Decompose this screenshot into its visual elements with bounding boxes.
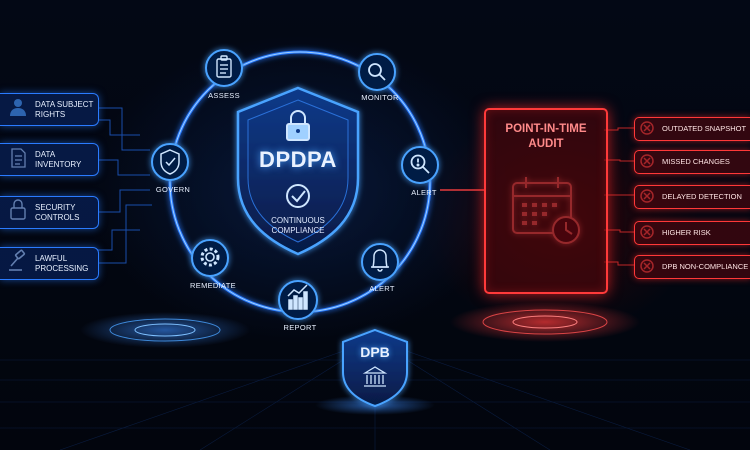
cycle-node-report bbox=[278, 280, 318, 320]
cycle-label-alert-bell: ALERT bbox=[369, 284, 395, 293]
risk-label: DPB NON-COMPLIANCE bbox=[662, 262, 749, 271]
cycle-node-assess bbox=[205, 49, 243, 87]
left-card-label: SECURITY CONTROLS bbox=[35, 203, 80, 222]
dpb-shield bbox=[342, 328, 408, 408]
risk-label: HIGHER RISK bbox=[662, 228, 711, 237]
blue-platform bbox=[80, 312, 250, 348]
risk-item-missed-changes: MISSED CHANGES bbox=[634, 150, 750, 174]
left-card-lawful-processing: LAWFUL PROCESSING bbox=[0, 247, 99, 280]
risk-label: DELAYED DETECTION bbox=[662, 192, 742, 201]
risk-item-higher-risk: HIGHER RISK bbox=[634, 221, 750, 245]
left-card-label: DATA INVENTORY bbox=[35, 150, 82, 169]
institution-icon bbox=[362, 366, 388, 387]
cycle-label-assess: ASSESS bbox=[208, 91, 240, 100]
cycle-label-monitor: MONITOR bbox=[361, 93, 399, 102]
risk-item-outdated-snapshot: OUTDATED SNAPSHOT bbox=[634, 117, 750, 141]
cycle-node-govern bbox=[151, 143, 189, 181]
bell-icon bbox=[371, 249, 389, 272]
cycle-node-monitor bbox=[358, 53, 396, 91]
magnifier-alert-icon bbox=[410, 154, 430, 174]
cycle-node-alert-bell bbox=[361, 243, 399, 281]
risk-item-delayed-detection: DELAYED DETECTION bbox=[634, 185, 750, 209]
lock-icon bbox=[286, 110, 310, 141]
risk-item-dpb-non-compliance: DPB NON-COMPLIANCE bbox=[634, 255, 750, 279]
cycle-label-remediate: REMEDIATE bbox=[190, 281, 236, 290]
continuous-compliance-label: CONTINUOUS COMPLIANCE bbox=[271, 216, 325, 235]
gear-icon bbox=[200, 247, 220, 267]
cycle-label-alert-search: ALERT bbox=[411, 188, 437, 197]
cycle-node-alert-search bbox=[401, 146, 439, 184]
check-circle-icon bbox=[286, 184, 310, 208]
circuit-traces-left bbox=[98, 107, 152, 264]
left-card-label: LAWFUL PROCESSING bbox=[35, 254, 89, 273]
left-card-security-controls: SECURITY CONTROLS bbox=[0, 196, 99, 229]
dpdpa-title: DPDPA bbox=[259, 147, 337, 172]
point-in-time-audit-card: POINT-IN-TIME AUDIT bbox=[484, 108, 608, 294]
left-card-data-subject-rights: DATA SUBJECT RIGHTS bbox=[0, 93, 99, 126]
cycle-label-govern: GOVERN bbox=[155, 185, 191, 194]
magnifier-icon bbox=[368, 63, 386, 81]
risk-label: OUTDATED SNAPSHOT bbox=[662, 124, 747, 133]
dpb-title: DPB bbox=[360, 344, 390, 360]
shield-check-icon bbox=[160, 149, 180, 175]
cycle-label-report: REPORT bbox=[283, 323, 317, 332]
red-platform bbox=[450, 302, 640, 342]
circuit-traces-right bbox=[440, 127, 634, 266]
cycle-node-remediate bbox=[191, 239, 229, 277]
clipboard-icon bbox=[216, 55, 232, 78]
chart-icon bbox=[287, 284, 308, 310]
left-card-label: DATA SUBJECT RIGHTS bbox=[35, 100, 94, 119]
left-card-data-inventory: DATA INVENTORY bbox=[0, 143, 99, 176]
dpdpa-shield bbox=[236, 86, 360, 256]
audit-title: POINT-IN-TIME AUDIT bbox=[505, 123, 587, 150]
risk-label: MISSED CHANGES bbox=[662, 157, 730, 166]
